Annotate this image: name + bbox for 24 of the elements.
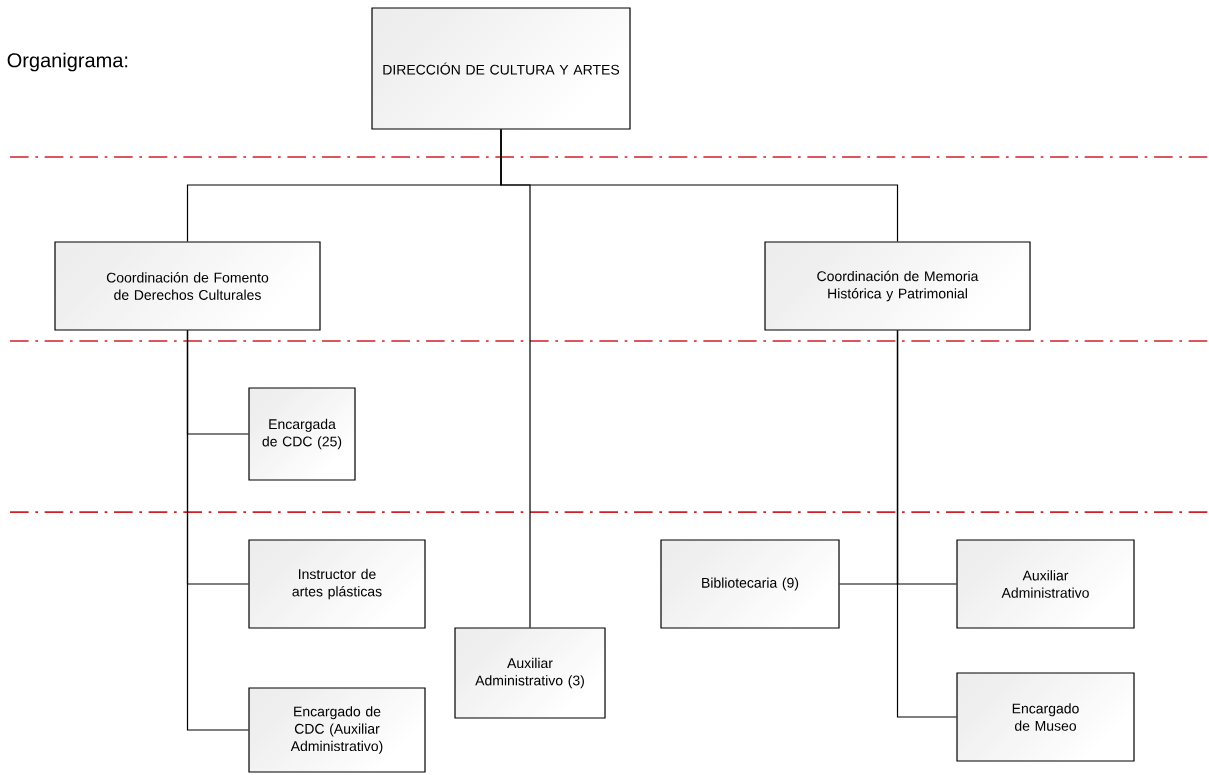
org-box: [454, 627, 606, 719]
connector-line: [186, 330, 249, 731]
connector-line: [500, 129, 899, 242]
box-text: Encargado de CDC (Auxiliar Administrativo): [290, 706, 383, 754]
box-text: Coordinación de Fomento de Derechos Culturales: [106, 272, 269, 300]
box-text: Instructor de artes plásticas: [292, 568, 382, 600]
box-text: DIRECCIÓN DE CULTURA Y ARTES: [383, 62, 620, 75]
org-box: [764, 241, 1031, 331]
org-box: [248, 539, 426, 629]
org-box: [371, 7, 631, 130]
org-box: [248, 387, 356, 481]
box-text: Auxiliar Administrativo (3): [475, 657, 584, 689]
box-text: Bibliotecaria (9): [702, 577, 799, 591]
box-text: Encargado de Museo: [1012, 703, 1079, 731]
org-box: [54, 241, 321, 331]
org-box: [660, 539, 840, 629]
org-box: [248, 687, 426, 773]
org-box: [956, 672, 1135, 762]
box-text: Encargada de CDC (25): [262, 418, 342, 450]
org-box: [956, 539, 1135, 629]
connector-line: [896, 330, 957, 718]
box-text: Auxiliar Administrativo: [1001, 570, 1089, 598]
box-text: Coordinación de Memoria Histórica y Patrimonial: [817, 270, 979, 302]
heading-text: Organigrama:: [7, 52, 128, 72]
